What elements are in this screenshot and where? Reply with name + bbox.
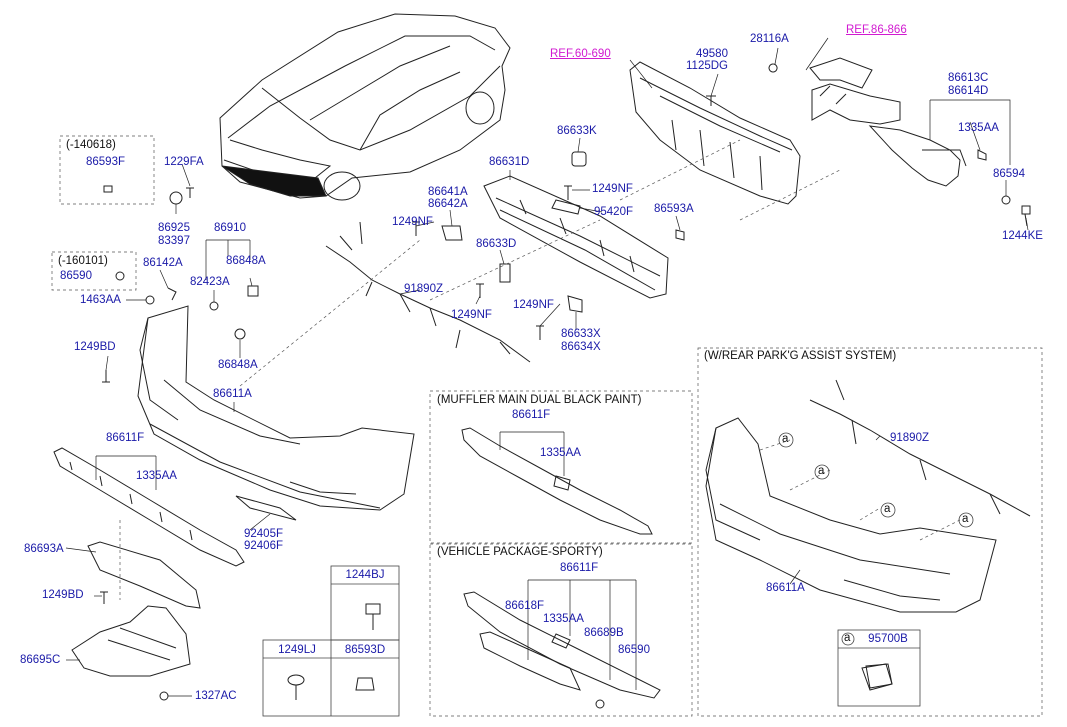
part-1249NF-b[interactable]: 1249NF bbox=[392, 216, 433, 228]
part-86611A-parkassist[interactable]: 86611A bbox=[766, 582, 805, 594]
box-140618 bbox=[59, 135, 155, 205]
part-86614D[interactable]: 86614D bbox=[948, 85, 989, 97]
part-91890Z[interactable]: 91890Z bbox=[404, 283, 444, 295]
part-86611A[interactable]: 86611A bbox=[213, 388, 252, 400]
part-86910[interactable]: 86910 bbox=[214, 222, 246, 234]
back-panel-illustration bbox=[629, 61, 801, 205]
part-86590-box[interactable]: 86590 bbox=[60, 270, 92, 282]
park-assist-bumper-illustration bbox=[705, 417, 997, 613]
part-91890Z-parkassist[interactable]: 91890Z bbox=[890, 432, 930, 444]
part-1249NF-c[interactable]: 1249NF bbox=[451, 309, 492, 321]
legend-icons bbox=[287, 603, 893, 700]
part-86611F-sporty[interactable]: 86611F bbox=[560, 562, 599, 574]
part-86925[interactable]: 86925 bbox=[158, 222, 190, 234]
part-86631D[interactable]: 86631D bbox=[489, 156, 530, 168]
box-title-muffler: (MUFFLER MAIN DUAL BLACK PAINT) bbox=[437, 394, 642, 406]
part-1249NF-a[interactable]: 1249NF bbox=[592, 183, 633, 195]
part-83397[interactable]: 83397 bbox=[158, 235, 190, 247]
part-86613C[interactable]: 86613C bbox=[948, 72, 989, 84]
box-muffler bbox=[429, 390, 693, 544]
rear-bumper-illustration bbox=[137, 305, 415, 511]
part-86594[interactable]: 86594 bbox=[993, 168, 1025, 180]
circle-a-marker: a bbox=[782, 433, 789, 445]
legend-95700B[interactable]: 95700B bbox=[868, 633, 908, 645]
rear-beam-illustration bbox=[483, 175, 669, 299]
box-160101 bbox=[51, 251, 137, 291]
part-1249NF-d[interactable]: 1249NF bbox=[513, 299, 554, 311]
part-86618F[interactable]: 86618F bbox=[505, 600, 545, 612]
part-1463AA[interactable]: 1463AA bbox=[80, 294, 121, 306]
part-86142A[interactable]: 86142A bbox=[143, 257, 183, 269]
legend-circle-a: a bbox=[844, 632, 851, 644]
muffler-lip-illustration bbox=[461, 427, 653, 535]
part-86848A-a[interactable]: 86848A bbox=[226, 255, 266, 267]
wiring-harness-illustration bbox=[325, 221, 531, 363]
part-82423A[interactable]: 82423A bbox=[190, 276, 230, 288]
part-1125DG[interactable]: 1125DG bbox=[686, 60, 728, 72]
ref-60-690-link[interactable]: REF.60-690 bbox=[550, 48, 611, 60]
part-86634X[interactable]: 86634X bbox=[561, 341, 601, 353]
ref-86-866-link[interactable]: REF.86-866 bbox=[846, 24, 907, 36]
circle-a-marker: a bbox=[884, 503, 891, 515]
part-1244KE[interactable]: 1244KE bbox=[1002, 230, 1043, 242]
part-1335AA-sporty[interactable]: 1335AA bbox=[543, 613, 584, 625]
diffuser-illustration bbox=[87, 541, 201, 609]
part-28116A[interactable]: 28116A bbox=[750, 33, 789, 45]
bracket-illustration bbox=[809, 57, 967, 187]
part-1335AA-left[interactable]: 1335AA bbox=[136, 470, 177, 482]
circle-a-marker: a bbox=[962, 513, 969, 525]
undercover-illustration bbox=[71, 605, 191, 677]
part-1335AA-right[interactable]: 1335AA bbox=[958, 122, 999, 134]
car-illustration bbox=[219, 13, 511, 201]
legend-1244BJ[interactable]: 1244BJ bbox=[345, 569, 385, 581]
box-title-parkassist: (W/REAR PARK'G ASSIST SYSTEM) bbox=[704, 350, 897, 362]
lip-illustration-left bbox=[53, 447, 245, 567]
box-sporty bbox=[429, 543, 693, 717]
legend-1249LJ[interactable]: 1249LJ bbox=[278, 644, 316, 656]
part-86611F-muffler[interactable]: 86611F bbox=[512, 409, 551, 421]
part-1327AC[interactable]: 1327AC bbox=[195, 690, 237, 702]
part-86693A[interactable]: 86693A bbox=[24, 543, 64, 555]
circle-a-marker: a bbox=[818, 465, 825, 477]
part-86593A[interactable]: 86593A bbox=[654, 203, 694, 215]
part-1249BD-b[interactable]: 1249BD bbox=[42, 589, 84, 601]
part-86633K[interactable]: 86633K bbox=[557, 125, 597, 137]
leader-lines bbox=[65, 37, 1029, 697]
part-92406F[interactable]: 92406F bbox=[244, 540, 284, 552]
legend-86593D[interactable]: 86593D bbox=[344, 644, 386, 656]
part-49580[interactable]: 49580 bbox=[696, 48, 728, 60]
box-title-160101: (-160101) bbox=[58, 255, 108, 267]
sporty-lip-illustration bbox=[463, 591, 661, 699]
part-86633D[interactable]: 86633D bbox=[476, 238, 517, 250]
box-parkassist bbox=[697, 347, 1043, 717]
part-86590-sporty[interactable]: 86590 bbox=[618, 644, 650, 656]
legend-grid bbox=[262, 565, 921, 717]
reflector-illustration bbox=[235, 495, 297, 521]
box-title-140618: (-140618) bbox=[66, 139, 116, 151]
part-86633X[interactable]: 86633X bbox=[561, 328, 601, 340]
box-title-sporty: (VEHICLE PACKAGE-SPORTY) bbox=[437, 546, 603, 558]
part-1249BD-a[interactable]: 1249BD bbox=[74, 341, 116, 353]
part-86695C[interactable]: 86695C bbox=[20, 654, 61, 666]
part-1229FA[interactable]: 1229FA bbox=[164, 156, 204, 168]
part-86611F[interactable]: 86611F bbox=[106, 432, 145, 444]
part-95420F[interactable]: 95420F bbox=[594, 206, 634, 218]
part-86848A-b[interactable]: 86848A bbox=[218, 359, 258, 371]
part-1335AA-muffler[interactable]: 1335AA bbox=[540, 447, 581, 459]
part-86642A[interactable]: 86642A bbox=[428, 198, 468, 210]
part-92405F[interactable]: 92405F bbox=[244, 528, 284, 540]
part-86593F[interactable]: 86593F bbox=[86, 156, 126, 168]
part-86641A[interactable]: 86641A bbox=[428, 186, 468, 198]
part-86689B[interactable]: 86689B bbox=[584, 627, 624, 639]
